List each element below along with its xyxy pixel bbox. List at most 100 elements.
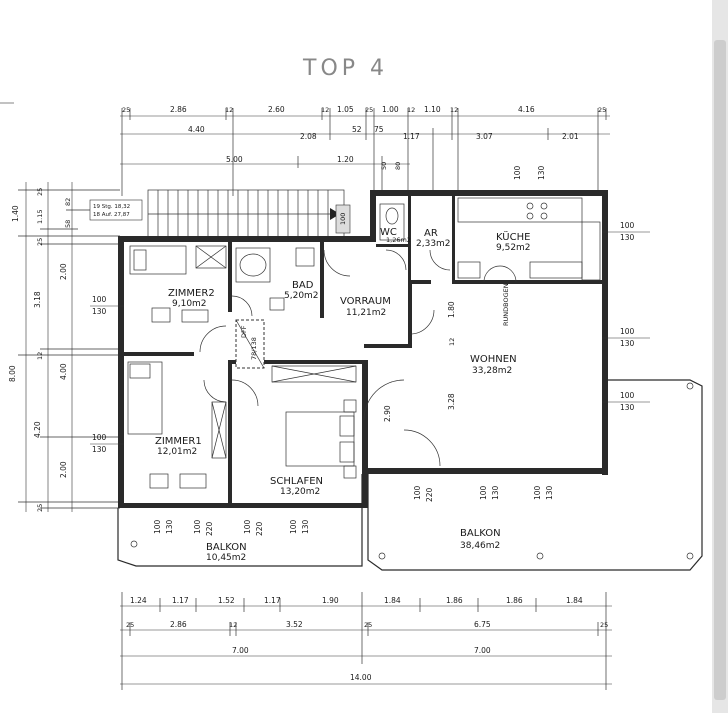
- dim-bottom-3: 1.52: [218, 596, 235, 605]
- win-left-2-w: 100: [92, 433, 107, 442]
- walls: [118, 190, 608, 508]
- win-left-2-h: 130: [92, 445, 107, 454]
- dim-top-11: 12: [450, 106, 458, 114]
- room-wohnen-name: WOHNEN: [470, 354, 517, 365]
- room-schlafen-name: SCHLAFEN: [270, 476, 323, 487]
- dim-bottom-1: 1.24: [130, 596, 147, 605]
- dim-bottom-9: 1.84: [566, 596, 583, 605]
- room-balkon-large-area: 38,46m2: [460, 541, 500, 551]
- dim-bottom-row2-4: 3.52: [286, 620, 303, 629]
- stair-note-1: 19 Stg. 18,32: [93, 204, 130, 210]
- room-wc-name: WC: [380, 227, 397, 238]
- win-balkon-4-w: 100: [289, 519, 298, 534]
- dim-left-1: 1.40: [11, 205, 20, 222]
- dim-left-4: 4.20: [33, 421, 42, 438]
- shaft-label: DFF: [240, 325, 248, 338]
- dim-top-row2-5: 1.17: [403, 132, 420, 141]
- bottom-dimension-lines: 1.24 1.17 1.52 1.17 1.90 1.84 1.86 1.86 …: [120, 592, 612, 690]
- rundbogen-label: RUNDBOGEN: [502, 283, 510, 326]
- dim-bottom-row2-6: 6.75: [474, 620, 491, 629]
- win-inner-1-h: 220: [425, 487, 434, 502]
- room-balkon-small-name: BALKON: [206, 542, 247, 553]
- room-bad-area: 5,20m2: [284, 291, 319, 301]
- dim-left-10: 4.00: [59, 363, 68, 380]
- dim-vert-2: 12: [448, 338, 456, 346]
- shaft: DFF 78/138: [235, 319, 265, 369]
- dim-top-row2-1: 4.40: [188, 125, 205, 134]
- room-kueche-area: 9,52m2: [496, 243, 531, 253]
- room-vorraum-name: VORRAUM: [340, 296, 391, 307]
- dim-top-row2-6: 3.07: [476, 132, 493, 141]
- dim-top-row2-3: 52: [352, 125, 362, 134]
- dim-left-5: 25: [36, 188, 44, 196]
- win-balkon-1-w: 100: [153, 519, 162, 534]
- win-left-1-h: 130: [92, 307, 107, 316]
- room-zimmer1-area: 12,01m2: [157, 447, 197, 457]
- room-zimmer2-area: 9,10m2: [172, 299, 207, 309]
- dim-bottom-row2-3: 12: [229, 621, 237, 629]
- win-right-1-h: 130: [620, 233, 635, 242]
- dim-left-12: 25: [36, 504, 44, 512]
- dim-top-9: 12: [407, 106, 415, 114]
- room-wohnen-area: 33,28m2: [472, 366, 512, 376]
- dim-top-5: 12: [321, 106, 329, 114]
- dim-bottom-row4-1: 14.00: [350, 673, 372, 682]
- dim-top-row3-2: 1.20: [337, 155, 354, 164]
- room-zimmer2-name: ZIMMER2: [168, 288, 215, 299]
- win-inner-2-w: 100: [479, 485, 488, 500]
- dim-top-row2-2: 2.08: [300, 132, 317, 141]
- room-schlafen-area: 13,20m2: [280, 487, 320, 497]
- dim-bottom-5: 1.90: [322, 596, 339, 605]
- win-balkon-4-h: 130: [301, 519, 310, 534]
- win-inner-2-h: 130: [491, 485, 500, 500]
- scrollbar-thumb[interactable]: [714, 40, 726, 700]
- win-inner-1-w: 100: [413, 485, 422, 500]
- dim-left-13: 82: [64, 198, 72, 206]
- win-balkon-1-h: 130: [165, 519, 174, 534]
- dim-vert-1: 1.80: [447, 301, 456, 318]
- staircase: 100 19 Stg. 18,32 18 Auf. 27,87: [89, 189, 351, 239]
- room-zimmer1-name: ZIMMER1: [155, 436, 202, 447]
- win-right-1-w: 100: [620, 221, 635, 230]
- dim-left-3: 8.00: [8, 365, 17, 382]
- dim-bottom-row3-1: 7.00: [232, 646, 249, 655]
- shaft-size: 78/138: [250, 337, 258, 360]
- balconies: [117, 379, 703, 571]
- dim-bottom-row2-7: 25: [600, 621, 608, 629]
- dim-left-9: 12: [36, 352, 44, 360]
- dim-top-8: 1.00: [382, 105, 399, 114]
- win-inner-3-h: 130: [545, 485, 554, 500]
- room-labels: ZIMMER2 9,10m2 BAD 5,20m2 WC 1,26m2 AR 2…: [155, 227, 531, 563]
- win-right-3-w: 100: [620, 391, 635, 400]
- furniture: [127, 197, 601, 489]
- dim-top-7: 25: [365, 106, 373, 114]
- dim-bottom-2: 1.17: [172, 596, 189, 605]
- win-right-2-w: 100: [620, 327, 635, 336]
- dim-top-13: 25: [598, 106, 606, 114]
- win-balkon-2-w: 100: [193, 519, 202, 534]
- room-balkon-large-name: BALKON: [460, 528, 501, 539]
- dim-bottom-row2-5: 25: [364, 621, 372, 629]
- room-bad-name: BAD: [292, 280, 314, 291]
- dim-top-4: 2.60: [268, 105, 285, 114]
- win-balkon-2-h: 220: [205, 521, 214, 536]
- win-balkon-3-h: 220: [255, 521, 264, 536]
- dim-vert-3: 2.90: [383, 405, 392, 422]
- dim-bottom-row2-2: 2.86: [170, 620, 187, 629]
- dim-left-2: 3.18: [33, 291, 42, 308]
- dim-top-10: 1.10: [424, 105, 441, 114]
- dim-vert-4: 3.28: [447, 393, 456, 410]
- dim-left-8: 2.00: [59, 263, 68, 280]
- dim-top-row3-3: 50: [380, 162, 388, 170]
- dim-top-row2-7: 2.01: [562, 132, 579, 141]
- dim-bottom-6: 1.84: [384, 596, 401, 605]
- win-inner-4-h: 130: [537, 165, 546, 180]
- win-inner-4-w: 100: [513, 165, 522, 180]
- win-balkon-3-w: 100: [243, 519, 252, 534]
- dim-top-12: 4.16: [518, 105, 535, 114]
- room-kueche-name: KÜCHE: [496, 230, 530, 243]
- win-right-2-h: 130: [620, 339, 635, 348]
- dim-left-6: 1.15: [36, 210, 44, 224]
- stair-arrow-label: 100: [339, 213, 347, 225]
